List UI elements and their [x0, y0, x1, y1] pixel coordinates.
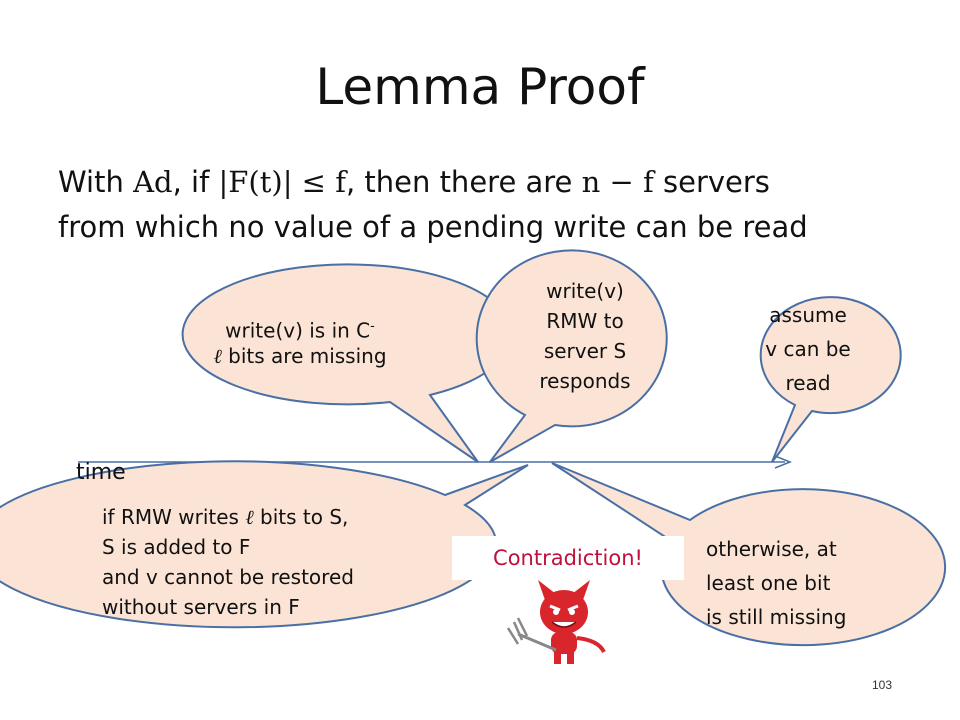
callout-rmw-responds-bubble: [475, 249, 668, 463]
callout-otherwise-line-1: otherwise, at: [706, 537, 837, 561]
callout-rmw-line-4: responds: [539, 369, 631, 393]
callout-rmw-writes: if RMW writes ℓ bits to S, S is added to…: [102, 502, 442, 622]
callout-rmw-line-1: write(v): [546, 279, 624, 303]
callout-rmw-line-2: RMW to: [546, 309, 624, 333]
callout-otherwise-bubble: [551, 462, 947, 647]
callout-otherwise-line-2: least one bit: [706, 571, 831, 595]
callout-otherwise-line-3: is still missing: [706, 605, 847, 629]
callout-otherwise: otherwise, at least one bit is still mis…: [706, 532, 906, 634]
statement-text-4: servers: [653, 165, 770, 199]
callout-rmw-responds: write(v) RMW to server S responds: [510, 276, 660, 396]
math-failed-set: |F(t)| ≤ f: [218, 165, 346, 199]
time-label: time: [76, 460, 126, 485]
callout-assume-line-1: assume: [769, 303, 847, 327]
statement-text-3: , then there are: [345, 165, 582, 199]
callout-write-in-c: write(v) is in C- ℓ bits are missing: [170, 314, 430, 369]
math-ad: Ad: [133, 165, 173, 199]
contradiction-label: Contradiction!: [452, 536, 684, 580]
timeline-arrowhead: [774, 455, 793, 469]
callout-assume-read: assume v can be read: [748, 298, 868, 400]
statement-line-2: from which no value of a pending write c…: [58, 210, 808, 244]
callout-writes-line-2: S is added to F: [102, 535, 251, 559]
slide-title: Lemma Proof: [315, 58, 645, 116]
callout-writes-line-3: and v cannot be restored: [102, 565, 354, 589]
callout-rmw-writes-bubble: [0, 460, 529, 629]
page-number: 103: [872, 678, 893, 692]
callout-write-in-c-line-1: write(v) is in C-: [225, 318, 375, 343]
callout-rmw-line-3: server S: [543, 339, 627, 363]
statement-line-1: With Ad, if |F(t)| ≤ f, then there are n…: [58, 160, 938, 205]
callout-writes-line-1: if RMW writes ℓ bits to S,: [102, 505, 349, 529]
callout-assume-read-bubble: [759, 296, 902, 463]
callout-assume-line-3: read: [785, 371, 831, 395]
callout-writes-line-4: without servers in F: [102, 595, 300, 619]
statement-text-2: , if: [172, 165, 219, 199]
callout-assume-line-2: v can be: [765, 337, 851, 361]
pitchfork-icon: [506, 617, 557, 652]
math-n-minus-f: n − f: [581, 165, 654, 199]
callout-write-in-c-line-2: ℓ bits are missing: [213, 343, 387, 368]
devil-icon: [538, 580, 606, 664]
lemma-statement: With Ad, if |F(t)| ≤ f, then there are n…: [58, 160, 938, 250]
statement-text-1: With: [58, 165, 134, 199]
